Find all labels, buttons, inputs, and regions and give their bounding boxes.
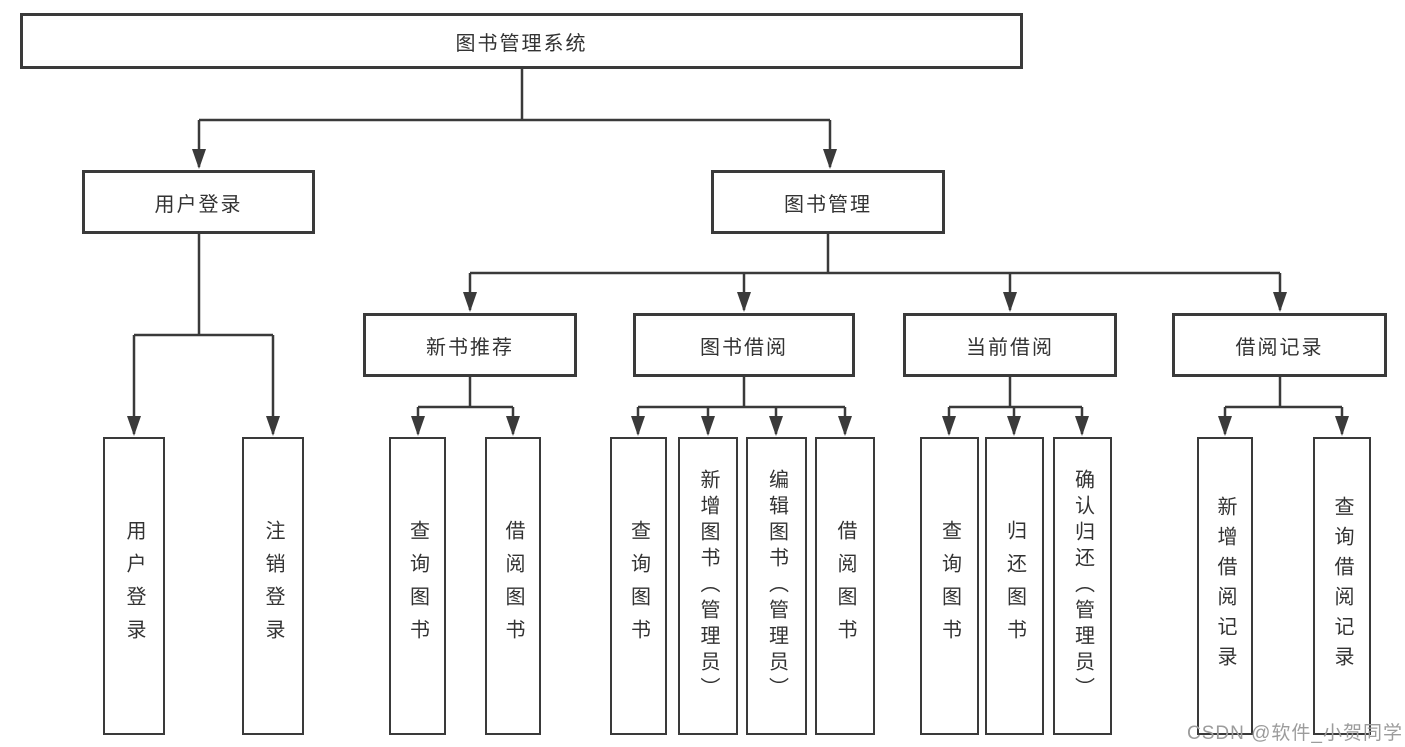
- node-library-system: 图书管理系统: [20, 13, 1023, 69]
- node-current-borrowing: 当前借阅: [903, 313, 1117, 377]
- leaf-newbook-query-books-label: 查询图书: [406, 520, 429, 652]
- leaf-current-return-books: 归还图书: [985, 437, 1044, 735]
- leaf-current-confirm-return-admin: 确认归还（管理员）: [1053, 437, 1112, 735]
- leaf-current-query-books-label: 查询图书: [938, 520, 961, 652]
- node-library-system-label: 图书管理系统: [455, 32, 588, 55]
- leaf-borrow-edit-books-admin: 编辑图书（管理员）: [746, 437, 807, 735]
- node-current-borrowing-label: 当前借阅: [966, 336, 1054, 359]
- leaf-borrow-edit-books-admin-label: 编辑图书（管理员）: [765, 469, 788, 703]
- node-new-book-recommend: 新书推荐: [363, 313, 577, 377]
- leaf-logout-label: 注销登录: [262, 520, 284, 652]
- node-book-borrowing: 图书借阅: [633, 313, 855, 377]
- leaf-record-add-borrow-record: 新增借阅记录: [1197, 437, 1253, 735]
- leaf-current-confirm-return-admin-label: 确认归还（管理员）: [1071, 469, 1094, 703]
- node-borrow-records-label: 借阅记录: [1235, 336, 1324, 359]
- node-book-management-label: 图书管理: [784, 193, 872, 216]
- leaf-newbook-query-books: 查询图书: [389, 437, 446, 735]
- leaf-borrow-borrow-books: 借阅图书: [815, 437, 875, 735]
- leaf-record-query-borrow-record: 查询借阅记录: [1313, 437, 1371, 735]
- leaf-borrow-add-books-admin-label: 新增图书（管理员）: [697, 469, 719, 703]
- node-borrow-records: 借阅记录: [1172, 313, 1387, 377]
- leaf-newbook-borrow-books-label: 借阅图书: [502, 520, 524, 652]
- leaf-current-return-books-label: 归还图书: [1003, 520, 1026, 652]
- leaf-record-query-borrow-record-label: 查询借阅记录: [1331, 496, 1353, 676]
- leaf-borrow-query-books: 查询图书: [610, 437, 667, 735]
- leaf-record-add-borrow-record-label: 新增借阅记录: [1214, 496, 1236, 676]
- leaf-user-login: 用户登录: [103, 437, 165, 735]
- node-book-borrowing-label: 图书借阅: [700, 336, 788, 359]
- node-book-management: 图书管理: [711, 170, 945, 234]
- leaf-user-login-label: 用户登录: [123, 520, 145, 652]
- node-user-login: 用户登录: [82, 170, 315, 234]
- leaf-borrow-query-books-label: 查询图书: [627, 520, 650, 652]
- node-new-book-recommend-label: 新书推荐: [426, 336, 514, 359]
- leaf-borrow-borrow-books-label: 借阅图书: [834, 520, 856, 652]
- csdn-watermark: CSDN @软件_小贺同学: [1187, 723, 1403, 744]
- leaf-current-query-books: 查询图书: [920, 437, 979, 735]
- leaf-borrow-add-books-admin: 新增图书（管理员）: [678, 437, 738, 735]
- node-user-login-label: 用户登录: [154, 193, 243, 216]
- leaf-newbook-borrow-books: 借阅图书: [485, 437, 541, 735]
- leaf-logout: 注销登录: [242, 437, 304, 735]
